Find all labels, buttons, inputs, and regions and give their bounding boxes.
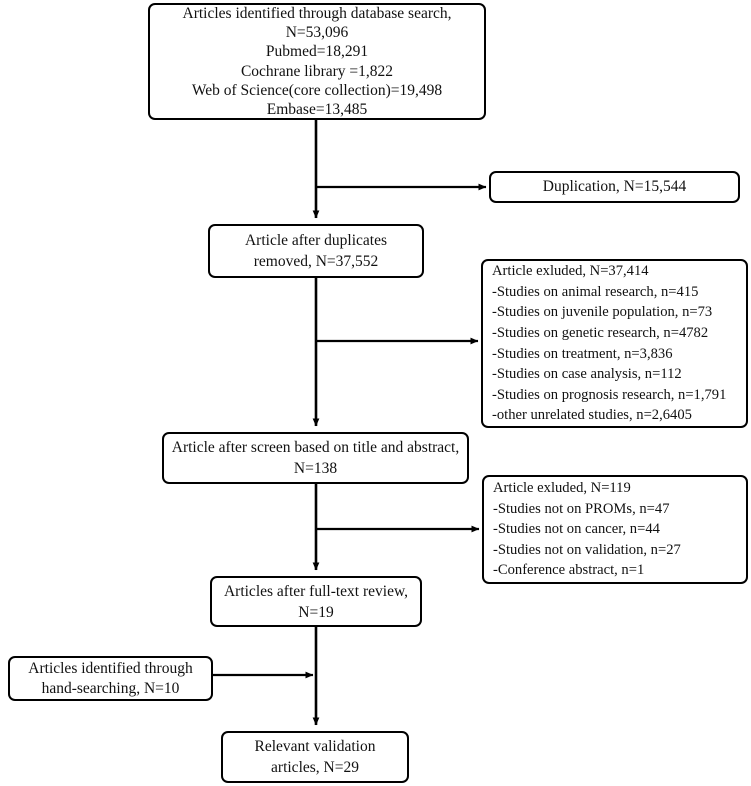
node-line: -Conference abstract, n=1 (493, 562, 645, 579)
node-line: -Studies on prognosis research, n=1,791 (492, 386, 727, 403)
node-line: -Studies on case analysis, n=112 (492, 366, 682, 383)
node-line: Cochrane library =1,822 (240, 62, 394, 80)
node-after-duplicates-removed: Article after duplicates removed, N=37,5… (208, 224, 424, 278)
node-line: -Studies on juvenile population, n=73 (492, 304, 713, 321)
node-line: Article exluded, N=119 (493, 480, 631, 497)
node-line: -Studies not on PROMs, n=47 (493, 500, 670, 517)
node-line: N=19 (298, 603, 334, 621)
node-line: -other unrelated studies, n=2,6405 (492, 407, 692, 424)
node-line: Pubmed=18,291 (265, 43, 369, 61)
node-line: -Studies on genetic research, n=4782 (492, 324, 709, 341)
node-hand-searching: Articles identified through hand-searchi… (8, 656, 213, 701)
node-after-full-text-review: Articles after full-text review, N=19 (210, 576, 422, 627)
node-line: Duplication, N=15,544 (542, 178, 687, 195)
node-excluded-title-abstract: Article exluded, N=37,414 -Studies on an… (481, 259, 748, 428)
node-line: Article exluded, N=37,414 (492, 263, 649, 280)
node-after-title-abstract-screen: Article after screen based on title and … (162, 432, 469, 484)
node-line: -Studies on treatment, n=3,836 (492, 345, 673, 362)
node-line: articles, N=29 (271, 759, 359, 776)
node-duplication: Duplication, N=15,544 (489, 171, 740, 203)
node-articles-identified: Articles identified through database sea… (148, 3, 486, 120)
node-relevant-validation-articles: Relevant validation articles, N=29 (221, 731, 409, 783)
node-line: -Studies on animal research, n=415 (492, 283, 699, 300)
node-line: Articles identified through database sea… (182, 4, 452, 22)
node-line: Relevant validation (254, 738, 376, 755)
node-line: Web of Science(core collection)=19,498 (191, 81, 443, 99)
node-line: N=138 (293, 460, 338, 477)
node-line: Article after duplicates (244, 232, 387, 249)
node-line: Articles after full-text review, (223, 582, 409, 600)
node-line: removed, N=37,552 (253, 253, 379, 270)
node-line: Articles identified through (28, 659, 193, 677)
node-line: Article after screen based on title and … (171, 439, 460, 456)
node-excluded-full-text: Article exluded, N=119 -Studies not on P… (482, 475, 748, 584)
node-line: -Studies not on cancer, n=44 (493, 521, 660, 538)
node-line: Embase=13,485 (266, 100, 368, 118)
node-line: N=53,096 (285, 24, 349, 42)
node-line: -Studies not on validation, n=27 (493, 541, 681, 558)
node-line: hand-searching, N=10 (41, 679, 180, 697)
